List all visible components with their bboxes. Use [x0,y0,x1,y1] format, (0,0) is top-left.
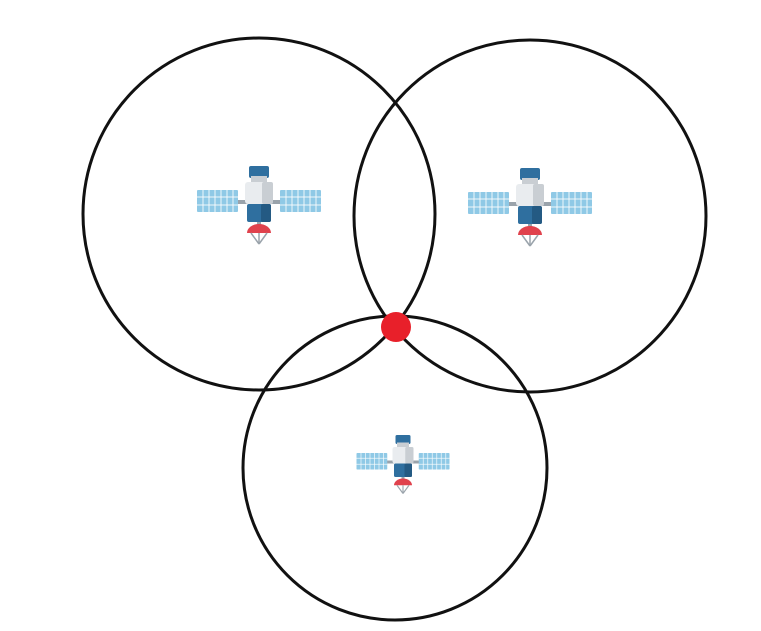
satellite-icon-bottom [355,434,451,495]
satellite-icon-right [467,167,593,247]
range-circles [81,36,708,622]
range-circle-left [81,36,437,392]
intersection-point-dot [381,312,411,342]
satellite-icon-left [196,165,322,245]
intersection-layer [381,312,411,342]
range-circle-right [352,38,708,394]
